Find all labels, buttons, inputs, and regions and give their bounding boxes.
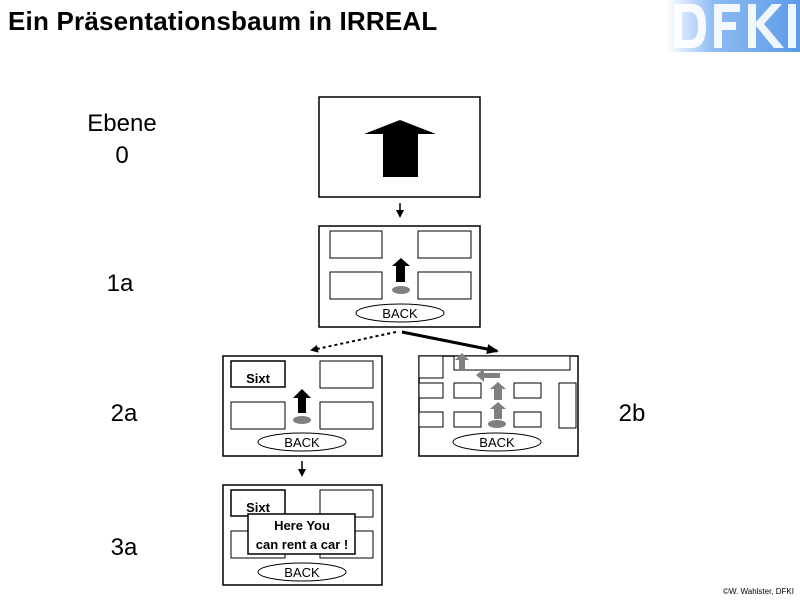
slide-title: Ein Präsentationsbaum in IRREAL xyxy=(8,6,438,36)
back-button-label: BACK xyxy=(479,435,515,450)
node-level-0 xyxy=(318,96,481,198)
back-button-label: BACK xyxy=(284,565,320,580)
message-line-2: can rent a car ! xyxy=(256,537,349,552)
up-arrow-icon xyxy=(490,382,506,400)
position-marker xyxy=(488,420,506,428)
room-box xyxy=(453,355,571,371)
back-button[interactable] xyxy=(257,562,347,582)
message-box xyxy=(247,513,356,555)
sixt-label: Sixt xyxy=(246,371,271,386)
room-box xyxy=(513,411,542,428)
edge-1a-to-2b xyxy=(401,330,499,354)
node-3a: Sixt Here You can rent a car ! BACK xyxy=(222,484,383,586)
back-button-label: BACK xyxy=(284,435,320,450)
up-arrow-icon xyxy=(392,258,410,282)
room-box xyxy=(513,382,542,399)
back-button-label: BACK xyxy=(382,306,418,321)
room-box xyxy=(417,271,472,300)
sixt-label: Sixt xyxy=(246,500,271,515)
up-arrow-icon xyxy=(490,402,506,419)
room-box xyxy=(329,230,383,259)
position-marker xyxy=(293,416,311,424)
room-box xyxy=(418,411,444,428)
sixt-sign xyxy=(230,489,286,517)
left-arrow-icon xyxy=(476,369,500,382)
level-label-2b: 2b xyxy=(618,400,646,427)
level-label-1a: 1a xyxy=(106,270,134,297)
back-button[interactable] xyxy=(452,432,542,452)
level-label-3a: 3a xyxy=(110,534,138,561)
up-arrow-icon xyxy=(293,389,311,413)
edge-1a-to-2a xyxy=(310,331,397,353)
room-box xyxy=(329,271,383,300)
node-2a: Sixt BACK xyxy=(222,355,383,457)
room-box xyxy=(319,489,374,518)
room-box xyxy=(418,382,444,399)
level-label-0: Ebene 0 xyxy=(80,108,164,172)
room-box xyxy=(230,401,286,430)
room-box xyxy=(418,355,444,379)
level-label-2a: 2a xyxy=(110,400,138,427)
room-box xyxy=(453,411,482,428)
room-box xyxy=(319,401,374,430)
room-box xyxy=(558,382,577,429)
position-marker xyxy=(392,286,410,294)
message-line-1: Here You xyxy=(274,518,330,533)
back-button[interactable] xyxy=(257,432,347,452)
node-2b: BACK xyxy=(418,353,579,457)
back-button[interactable] xyxy=(355,303,445,323)
sixt-sign xyxy=(230,360,286,388)
up-arrow-icon xyxy=(455,353,469,370)
room-box xyxy=(417,230,472,259)
level-label-0-line2: 0 xyxy=(115,142,129,169)
copyright-notice: ©W. Wahlster, DFKI xyxy=(723,587,794,596)
room-box xyxy=(453,382,482,399)
room-box xyxy=(319,360,374,389)
node-1a: BACK xyxy=(318,225,481,328)
up-arrow-icon xyxy=(364,120,436,177)
level-label-0-line1: Ebene xyxy=(87,110,157,137)
dfki-logo xyxy=(666,0,800,52)
